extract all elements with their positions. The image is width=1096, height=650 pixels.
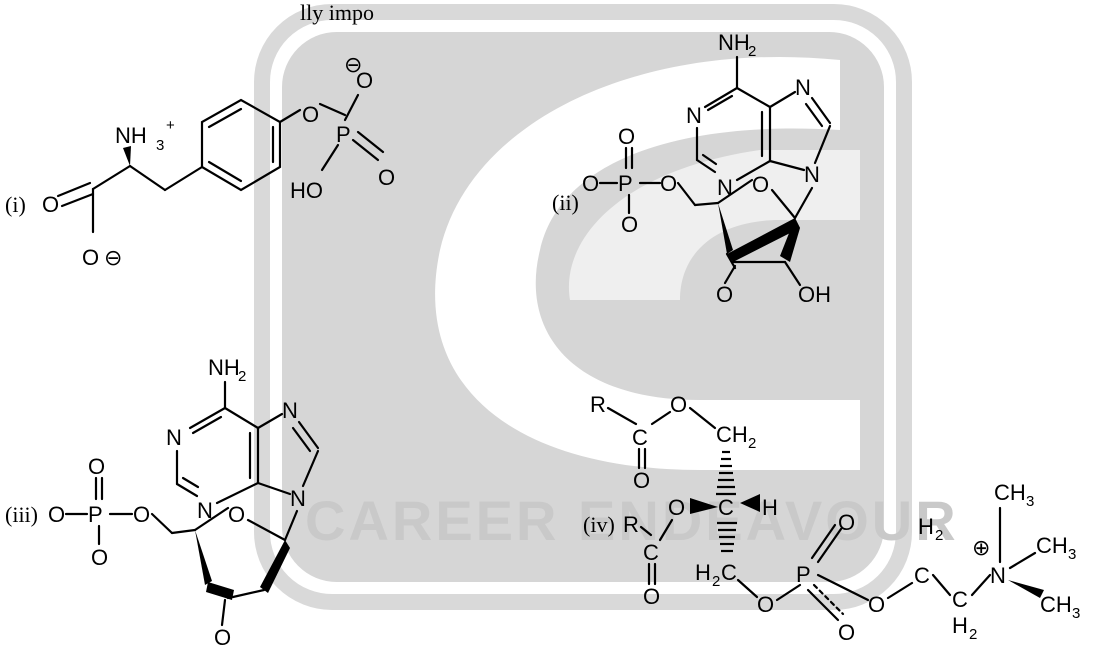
svg-text:N: N bbox=[795, 75, 811, 100]
watermark-text: CAREER ENDEAVOUR bbox=[305, 489, 959, 552]
svg-text:3: 3 bbox=[1072, 605, 1080, 622]
svg-text:O: O bbox=[660, 171, 677, 196]
svg-text:2: 2 bbox=[238, 368, 246, 385]
svg-text:N: N bbox=[686, 103, 702, 128]
svg-text:O: O bbox=[133, 502, 150, 527]
svg-text:N: N bbox=[282, 398, 298, 423]
career-endeavour-watermark: CAREER ENDEAVOUR bbox=[254, 4, 959, 610]
svg-text:N: N bbox=[197, 498, 213, 523]
svg-text:⊖: ⊖ bbox=[344, 52, 362, 77]
svg-text:P: P bbox=[618, 171, 633, 196]
svg-text:N: N bbox=[166, 425, 182, 450]
svg-text:C: C bbox=[632, 425, 648, 450]
svg-text:O: O bbox=[752, 172, 769, 197]
svg-text:H: H bbox=[695, 560, 711, 585]
svg-text:⊕: ⊕ bbox=[972, 535, 990, 560]
svg-text:H: H bbox=[918, 514, 934, 539]
svg-text:O: O bbox=[621, 212, 638, 237]
svg-text:O: O bbox=[757, 592, 774, 617]
svg-text:P: P bbox=[796, 562, 811, 587]
svg-text:H: H bbox=[762, 495, 778, 520]
svg-text:N: N bbox=[990, 563, 1006, 588]
svg-text:O: O bbox=[88, 454, 105, 479]
svg-text:2: 2 bbox=[748, 435, 756, 452]
svg-text:3: 3 bbox=[156, 137, 164, 154]
label-iii: (iii) bbox=[5, 502, 38, 527]
svg-text:N: N bbox=[804, 162, 820, 187]
svg-text:O: O bbox=[838, 510, 855, 535]
svg-text:O: O bbox=[618, 124, 635, 149]
svg-text:3: 3 bbox=[1026, 493, 1034, 510]
svg-text:CH: CH bbox=[994, 480, 1026, 505]
svg-text:O: O bbox=[378, 165, 395, 190]
svg-text:⊖: ⊖ bbox=[104, 245, 122, 270]
svg-text:O: O bbox=[214, 625, 231, 645]
svg-text:O: O bbox=[838, 620, 855, 645]
svg-text:H: H bbox=[952, 613, 968, 638]
svg-text:P: P bbox=[88, 502, 103, 527]
svg-text:O: O bbox=[670, 392, 687, 417]
label-i: (i) bbox=[5, 192, 26, 217]
svg-text:CH: CH bbox=[716, 422, 748, 447]
label-ii: (ii) bbox=[552, 190, 579, 215]
svg-text:CH: CH bbox=[1040, 592, 1072, 617]
structure-i: (i) O O ⊖ NH 3 + O P O ⊖ O HO bbox=[5, 52, 395, 270]
label-iv: (iv) bbox=[583, 512, 615, 537]
svg-text:O: O bbox=[302, 102, 319, 127]
svg-text:CH: CH bbox=[1036, 533, 1068, 558]
svg-text:2: 2 bbox=[712, 573, 720, 590]
svg-text:O: O bbox=[668, 495, 685, 520]
svg-text:2: 2 bbox=[748, 43, 756, 60]
svg-text:+: + bbox=[166, 117, 175, 134]
svg-text:HO: HO bbox=[290, 178, 323, 203]
svg-text:O: O bbox=[643, 584, 660, 609]
svg-text:O: O bbox=[91, 545, 108, 570]
svg-text:O: O bbox=[633, 468, 650, 493]
svg-text:2: 2 bbox=[935, 527, 943, 544]
svg-text:R: R bbox=[623, 512, 639, 537]
structure-iv: R C O O CH 2 C H O ( bbox=[583, 392, 1080, 645]
header-fragment: lly impo bbox=[300, 0, 374, 25]
svg-text:O: O bbox=[716, 282, 733, 307]
svg-text:R: R bbox=[590, 392, 606, 417]
svg-text:N: N bbox=[290, 486, 306, 511]
svg-text:3: 3 bbox=[1068, 546, 1076, 563]
svg-text:C: C bbox=[643, 540, 659, 565]
svg-text:O: O bbox=[228, 502, 245, 527]
svg-text:O: O bbox=[48, 502, 65, 527]
structure-iii: NH 2 N N N N (iii) O P O O O bbox=[5, 355, 320, 650]
svg-text:NH: NH bbox=[208, 355, 240, 380]
svg-text:O: O bbox=[82, 245, 99, 270]
svg-text:C: C bbox=[721, 560, 737, 585]
svg-text:C: C bbox=[914, 563, 930, 588]
svg-text:O: O bbox=[868, 592, 885, 617]
svg-text:N: N bbox=[717, 175, 733, 200]
svg-text:NH: NH bbox=[115, 123, 147, 148]
svg-text:C: C bbox=[718, 495, 734, 520]
svg-text:O: O bbox=[42, 192, 59, 217]
svg-text:O: O bbox=[356, 68, 373, 93]
svg-text:O: O bbox=[582, 171, 599, 196]
structure-ii: NH 2 N N N N O P O O O bbox=[552, 30, 832, 307]
svg-text:C: C bbox=[952, 587, 968, 612]
svg-text:2: 2 bbox=[969, 626, 977, 643]
svg-text:OH: OH bbox=[798, 282, 831, 307]
svg-text:NH: NH bbox=[718, 30, 750, 55]
svg-text:P: P bbox=[336, 122, 351, 147]
